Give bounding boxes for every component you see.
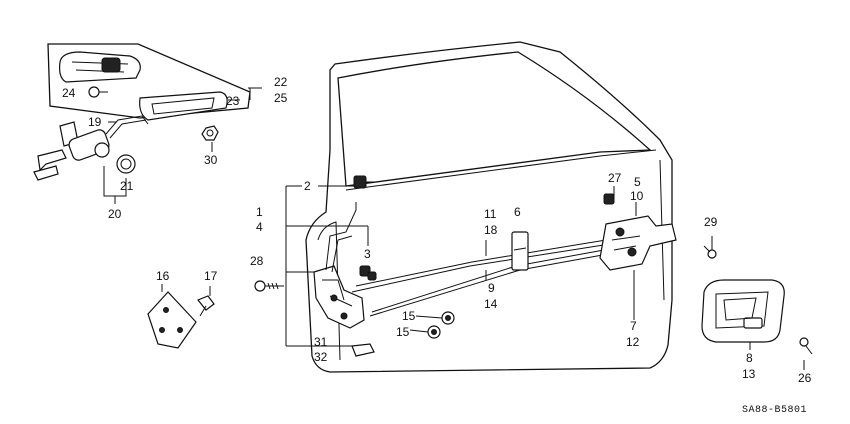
label-14: 14 <box>484 297 498 311</box>
label-10: 10 <box>630 189 644 203</box>
label-7: 7 <box>630 319 637 333</box>
inner-latch-7 <box>599 215 677 271</box>
label-24: 24 <box>62 86 76 100</box>
label-27: 27 <box>608 171 622 185</box>
label-11: 11 <box>484 207 497 221</box>
label-23: 23 <box>226 94 240 108</box>
label-12: 12 <box>626 335 640 349</box>
label-30: 30 <box>204 153 218 167</box>
label-2: 2 <box>304 179 311 193</box>
rod-guide-6 <box>511 231 529 271</box>
label-8: 8 <box>746 351 753 365</box>
ring-21 <box>116 154 136 174</box>
label-32: 32 <box>314 350 328 364</box>
label-20: 20 <box>108 207 122 221</box>
label-19: 19 <box>88 115 102 129</box>
clip-3 <box>359 265 377 281</box>
clip-27 <box>603 193 615 205</box>
plug-31 <box>351 343 375 357</box>
label-6: 6 <box>514 205 521 219</box>
label-31: 31 <box>314 335 328 349</box>
nut-30 <box>201 125 219 141</box>
inner-handle-bezel-8 <box>701 279 785 343</box>
label-13: 13 <box>742 367 756 381</box>
rods <box>351 239 611 317</box>
screw-29 <box>703 245 717 259</box>
pad-16 <box>147 291 197 349</box>
label-9: 9 <box>488 281 495 295</box>
label-4: 4 <box>256 220 263 234</box>
label-17: 17 <box>204 269 218 283</box>
label-29: 29 <box>704 215 718 229</box>
label-28: 28 <box>250 254 264 268</box>
leader-lines <box>108 87 805 370</box>
callout-labels: 22 25 23 24 19 30 21 20 2 1 4 3 28 31 32… <box>62 75 812 416</box>
diagram-code: SA88-B5801 <box>742 405 807 416</box>
label-1: 1 <box>256 205 263 219</box>
label-25: 25 <box>274 91 288 105</box>
bolt-24 <box>88 86 108 98</box>
clip-2 <box>353 175 376 189</box>
label-15b: 15 <box>396 325 410 339</box>
label-3: 3 <box>364 247 371 261</box>
label-26: 26 <box>798 371 812 385</box>
pin-17 <box>197 295 215 317</box>
label-5: 5 <box>634 175 641 189</box>
label-22: 22 <box>274 75 288 89</box>
latch-assembly <box>313 202 365 329</box>
screw-26 <box>799 337 813 355</box>
key-cylinder-assembly <box>33 115 149 181</box>
screw-28 <box>254 280 284 292</box>
outer-handle-group <box>47 43 262 121</box>
label-15a: 15 <box>402 309 416 323</box>
label-21: 21 <box>120 179 134 193</box>
label-18: 18 <box>484 223 498 237</box>
label-16: 16 <box>156 269 170 283</box>
grommet-15 <box>427 311 455 339</box>
